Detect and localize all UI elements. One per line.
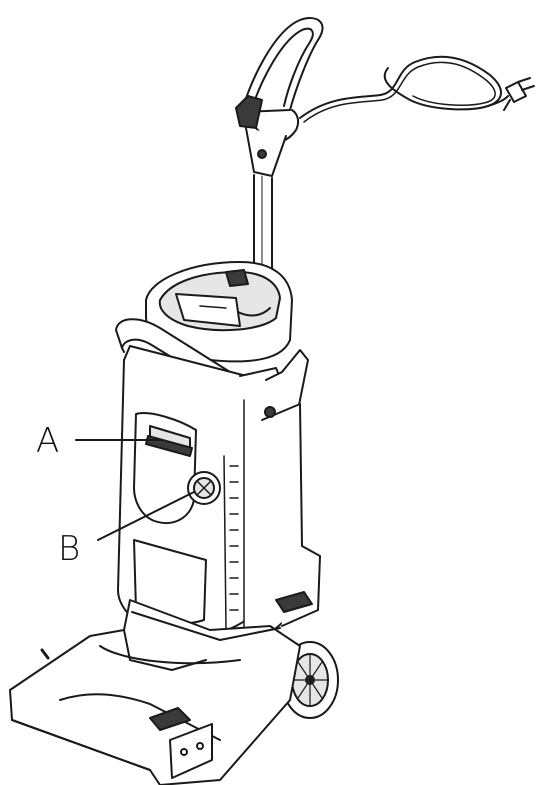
handle-pole	[253, 174, 273, 271]
base-unit	[9, 599, 301, 785]
top-lid	[145, 261, 293, 363]
right-frame	[261, 403, 321, 627]
handle-grip	[235, 17, 324, 177]
callout-label-a: A	[36, 421, 60, 461]
power-cord	[299, 55, 509, 123]
tank-knob	[187, 471, 221, 505]
plug-icon	[503, 77, 535, 111]
leader-line-b	[97, 491, 195, 541]
level-scale	[229, 465, 239, 611]
callout-label-b: B	[58, 529, 81, 569]
foot-pedal-rear	[275, 591, 313, 613]
callout-lines	[75, 439, 195, 541]
